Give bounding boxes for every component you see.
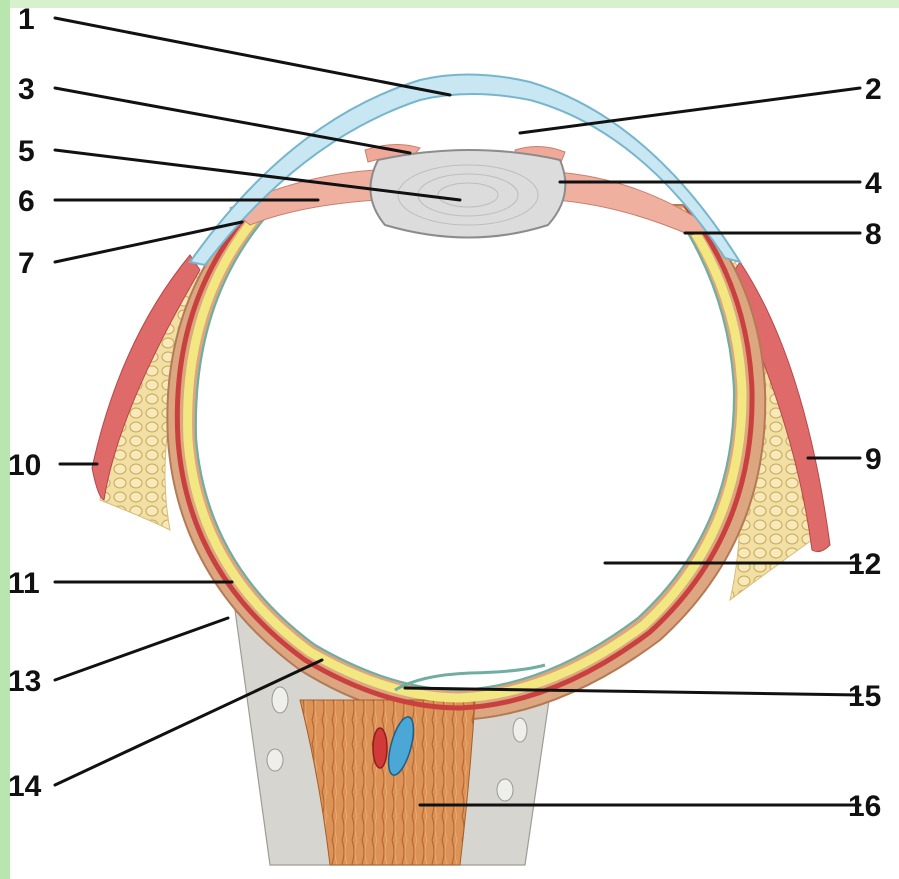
- label-11: 11: [8, 567, 40, 600]
- label-9: 9: [865, 443, 882, 476]
- label-14: 14: [8, 770, 42, 803]
- label-16: 16: [848, 790, 881, 823]
- label-3: 3: [18, 73, 35, 106]
- label-15: 15: [848, 680, 881, 713]
- leader-13: [55, 618, 228, 680]
- label-4: 4: [865, 167, 882, 200]
- label-8: 8: [865, 218, 882, 251]
- label-12: 12: [848, 548, 881, 581]
- label-13: 13: [8, 665, 41, 698]
- label-5: 5: [18, 135, 35, 168]
- label-6: 6: [18, 185, 35, 218]
- label-2: 2: [865, 73, 882, 106]
- central-artery: [373, 728, 387, 768]
- leader-1: [55, 18, 450, 95]
- label-7: 7: [18, 247, 35, 280]
- label-1: 1: [18, 3, 35, 36]
- label-10: 10: [8, 449, 41, 482]
